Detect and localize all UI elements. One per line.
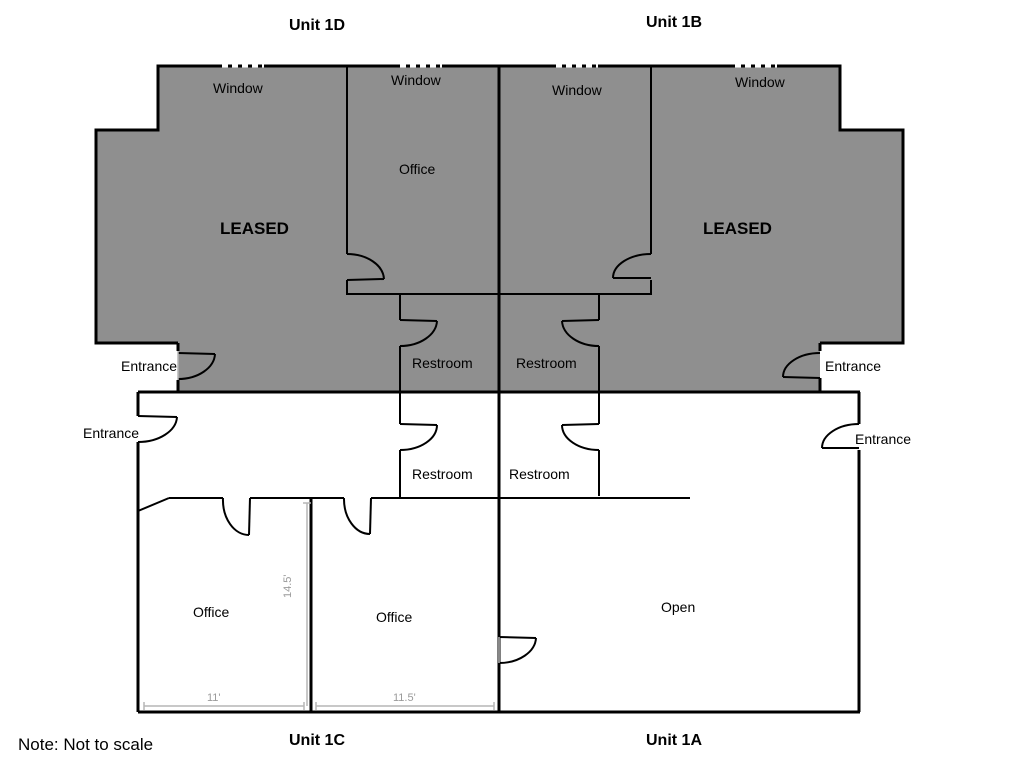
restroom-label: Restroom xyxy=(412,355,473,371)
lower-walls xyxy=(136,392,861,714)
window-label: Window xyxy=(735,74,785,90)
dimension-label: 14.5' xyxy=(282,574,294,598)
restroom-label: Restroom xyxy=(516,355,577,371)
restroom-label: Restroom xyxy=(509,466,570,482)
entrance-label: Entrance xyxy=(83,425,140,441)
window-label: Window xyxy=(391,72,441,88)
entrance-label: Entrance xyxy=(855,431,912,447)
dimension-label: 11' xyxy=(207,692,221,704)
office-label: Office xyxy=(376,609,413,625)
scale-note: Note: Not to scale xyxy=(18,735,154,754)
unit-label-1d: Unit 1D xyxy=(289,17,345,34)
upper-interior-walls xyxy=(177,66,821,392)
window-label: Window xyxy=(552,82,602,98)
open-area-label: Open xyxy=(661,599,696,615)
restroom-label: Restroom xyxy=(412,466,473,482)
unit-label-1a: Unit 1A xyxy=(646,732,702,749)
office-label: Office xyxy=(193,604,230,620)
office-label: Office xyxy=(399,161,436,177)
window-label: Window xyxy=(213,80,263,96)
leased-label-1d: LEASED xyxy=(220,219,289,238)
leased-area-unit-1d xyxy=(96,66,499,392)
entrance-label: Entrance xyxy=(825,358,882,374)
lower-interior-walls xyxy=(137,392,860,664)
leased-label-1b: LEASED xyxy=(703,219,772,238)
entrance-label: Entrance xyxy=(121,358,178,374)
unit-label-1c: Unit 1C xyxy=(289,732,345,749)
dimension-label: 11.5' xyxy=(393,692,416,704)
unit-label-1b: Unit 1B xyxy=(646,14,702,31)
dimension-lines xyxy=(143,351,500,710)
